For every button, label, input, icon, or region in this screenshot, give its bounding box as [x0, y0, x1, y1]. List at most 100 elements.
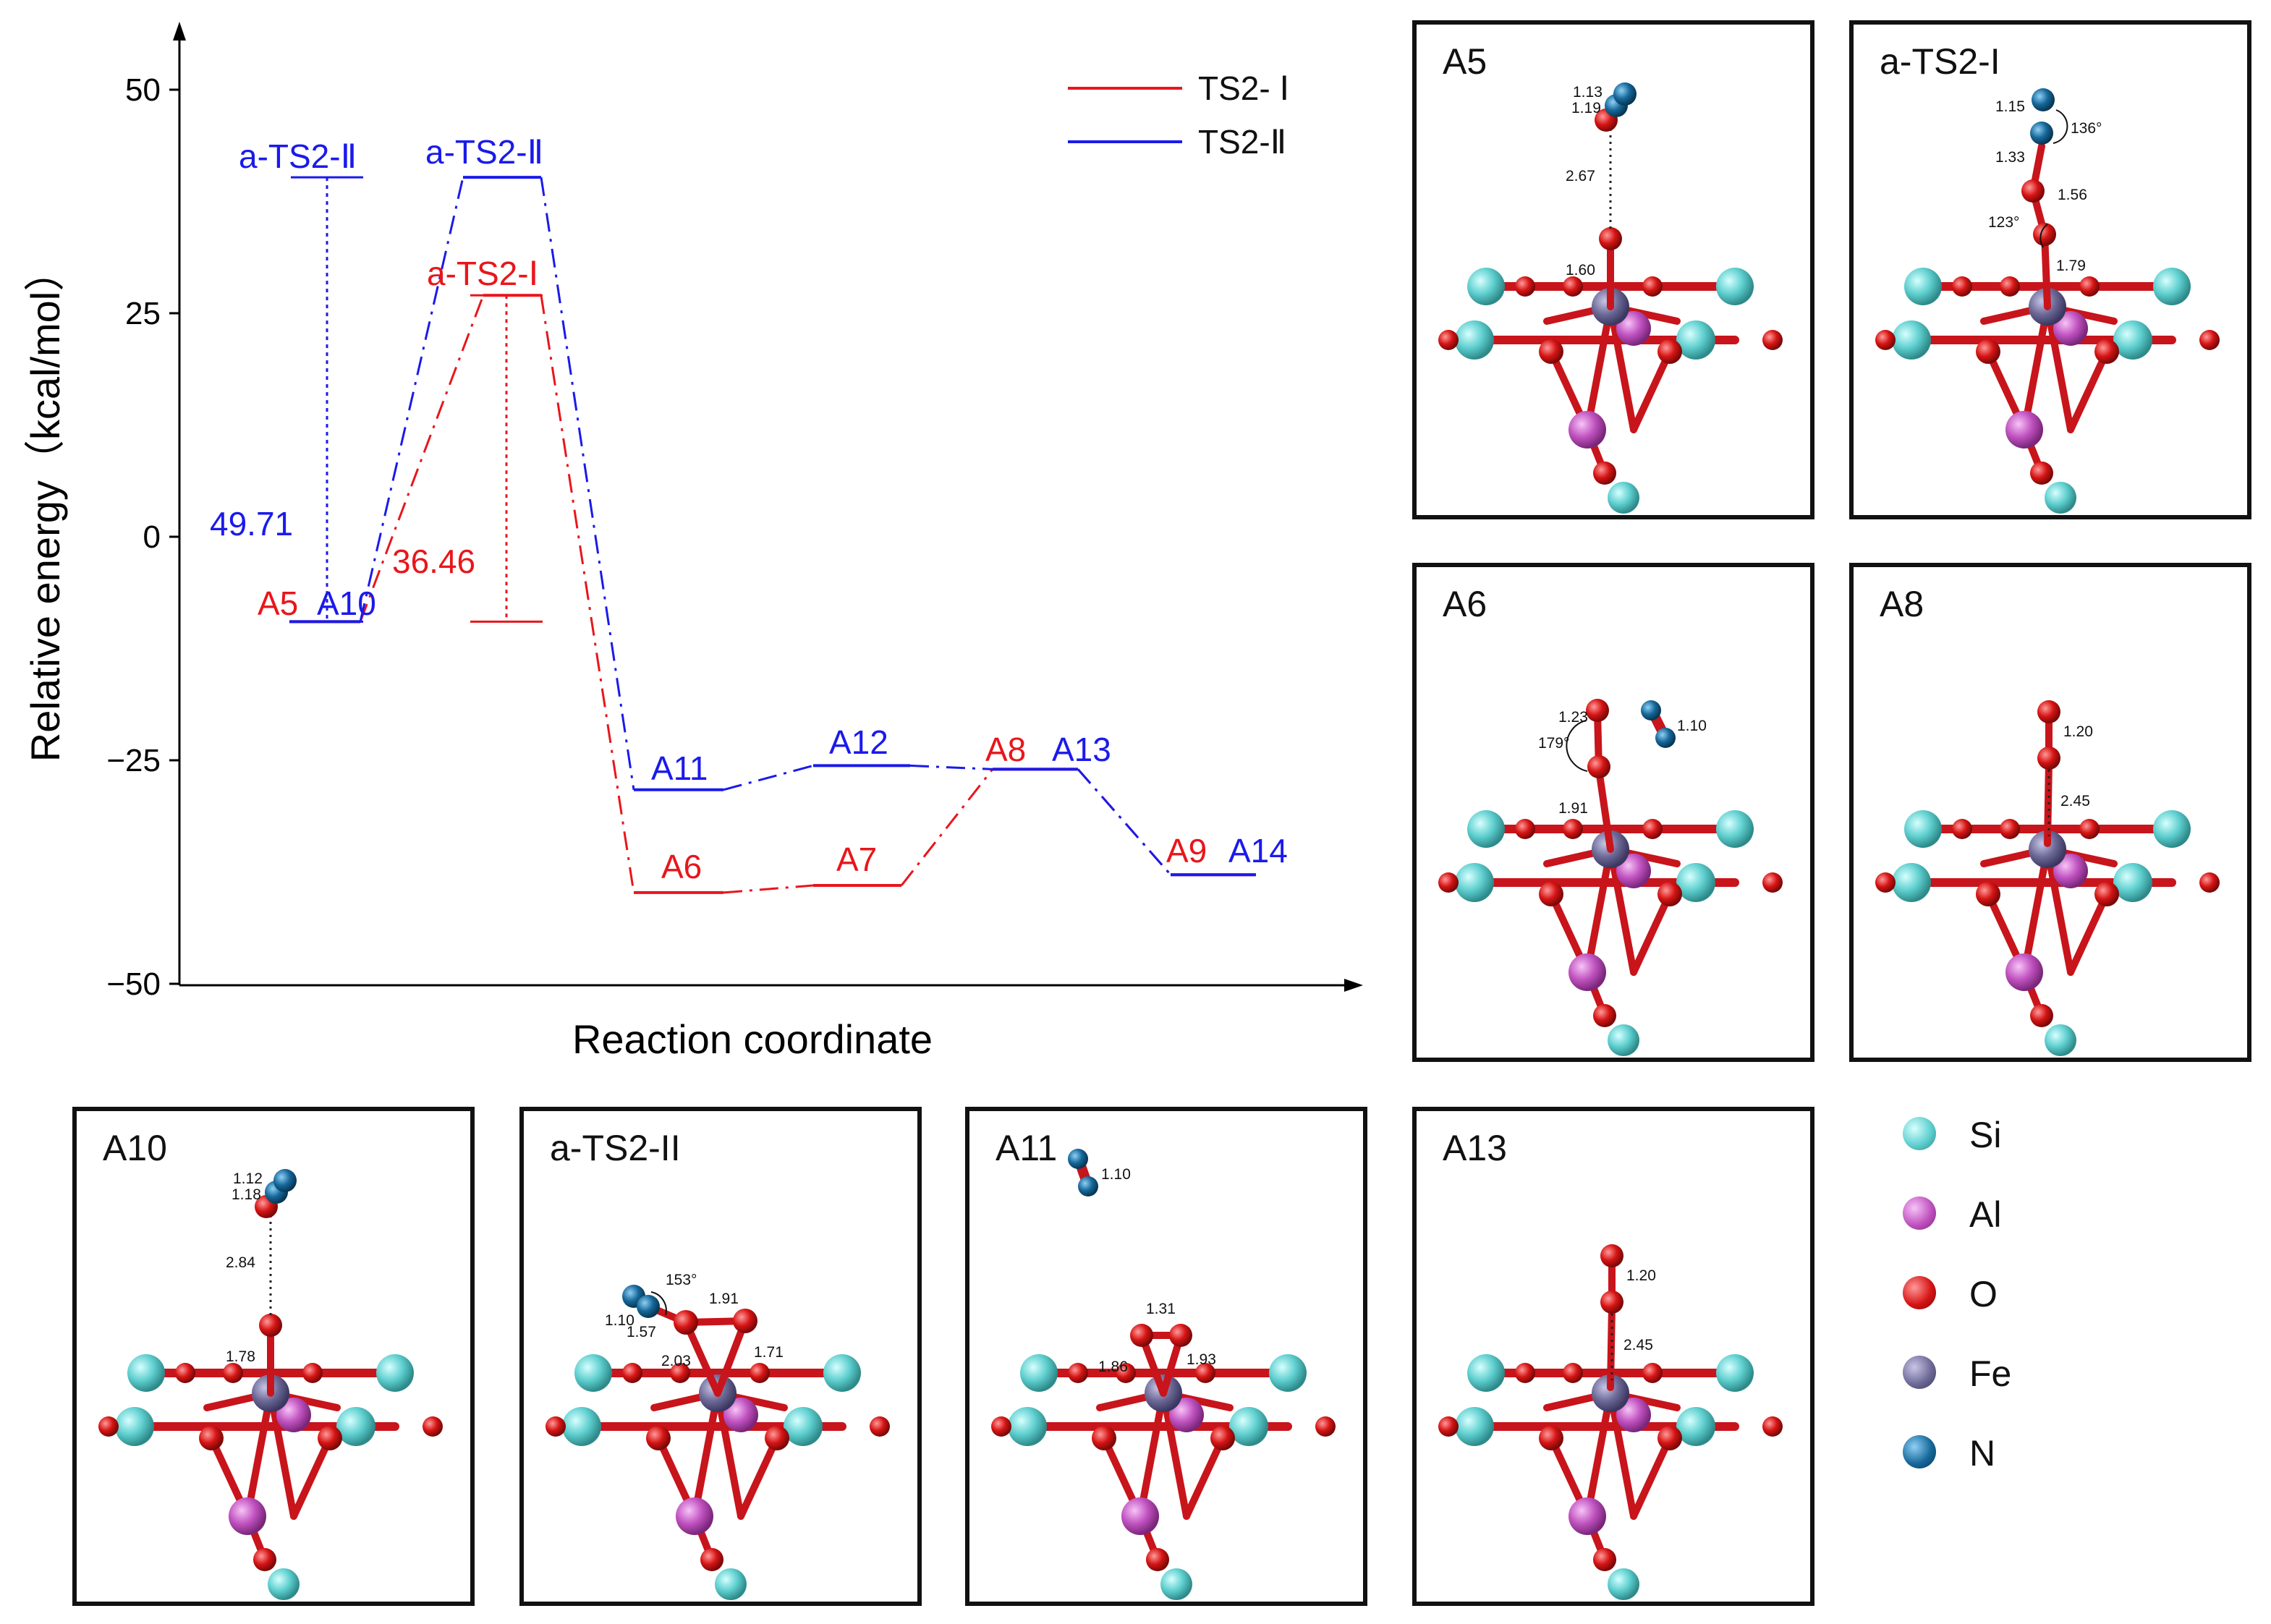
bond [737, 1434, 781, 1520]
atom-o [1195, 1363, 1215, 1383]
bond [1595, 766, 1614, 853]
atom-si [115, 1407, 154, 1446]
atom-si [2153, 268, 2191, 305]
distance-label: 1.18 [232, 1186, 261, 1203]
atom-n [1613, 82, 1637, 106]
atom-swatch-icon [1903, 1196, 1936, 1230]
atom-al [1569, 953, 1606, 991]
atom-o [2030, 1004, 2053, 1027]
atom-si [268, 1568, 300, 1600]
legend-item-al: Al [1888, 1194, 2178, 1244]
legend-label: TS2-Ⅱ [1198, 123, 1286, 161]
atom-o [1657, 339, 1682, 364]
atom-swatch-icon [1903, 1356, 1936, 1389]
atom-o [870, 1416, 890, 1437]
atom-o [1875, 872, 1896, 893]
atom-al [676, 1497, 713, 1535]
y-tick-label: 0 [143, 519, 161, 555]
atom-o [1952, 276, 1972, 297]
distance-label: 136° [2071, 120, 2102, 137]
bond [682, 1319, 721, 1397]
atom-si [336, 1407, 375, 1446]
atom-o [1092, 1426, 1116, 1450]
bond [244, 1390, 274, 1520]
atom-n [1655, 728, 1676, 748]
atom-si [1455, 1407, 1494, 1446]
atom-o [2030, 462, 2053, 485]
connector-line [1077, 768, 1172, 876]
atom-o [1438, 330, 1459, 350]
atom-si [1676, 320, 1715, 360]
point-label: a-TS2-Ⅰ [427, 255, 538, 292]
angle-arc [2039, 224, 2048, 248]
distance-label: 1.19 [1571, 100, 1601, 116]
legend-item-n: N [1888, 1432, 2178, 1483]
atom-o [700, 1548, 723, 1571]
atom-o [1438, 1416, 1459, 1437]
atom-o [750, 1363, 770, 1383]
atom-o [2037, 700, 2060, 723]
atom-al [2005, 953, 2043, 991]
x-axis-label: Reaction coordinate [572, 1016, 933, 1062]
bond [1630, 1434, 1673, 1520]
atom-o [1642, 276, 1663, 297]
atom-al [1616, 311, 1651, 346]
legend-label: Si [1969, 1115, 2002, 1155]
bond [2044, 846, 2074, 976]
point-label: A13 [1052, 731, 1111, 768]
distance-label: 1.79 [2056, 258, 2086, 274]
point-label: A10 [317, 584, 376, 622]
atom-si [1160, 1568, 1192, 1600]
atom-o [1130, 1324, 1153, 1347]
atom-n [637, 1295, 660, 1318]
atom-o [1515, 276, 1535, 297]
atom-al [1169, 1398, 1204, 1432]
distance-label: 2.03 [661, 1353, 691, 1369]
atom-n [2030, 122, 2053, 145]
atom-o [2000, 819, 2020, 839]
angle-arc [2053, 109, 2068, 144]
bond [290, 1434, 334, 1520]
atom-al [2053, 311, 2088, 346]
connector-line [723, 764, 814, 791]
panel-title: A8 [1880, 584, 1924, 624]
atom-o [670, 1363, 690, 1383]
atom-al [2053, 854, 2088, 888]
atom-n [2032, 88, 2055, 111]
atom-si [1608, 1568, 1639, 1600]
atom-si [127, 1354, 165, 1392]
atom-o [98, 1416, 119, 1437]
connector-line [909, 764, 993, 770]
distance-label: 1.56 [2058, 187, 2087, 203]
atom-o [1600, 1291, 1623, 1314]
atom-o [2094, 882, 2119, 906]
distance-label: 1.10 [1101, 1166, 1131, 1183]
atom-fe [2029, 830, 2066, 868]
angle-arc [650, 1291, 667, 1316]
point-label: A11 [651, 749, 708, 787]
legend-item-o: O [1888, 1273, 2178, 1324]
atom-o [1587, 755, 1610, 778]
atom-si [1892, 320, 1931, 360]
atom-al [723, 1398, 758, 1432]
atom-o [1657, 882, 1682, 906]
atom-o [674, 1310, 698, 1335]
atom-o [259, 1314, 282, 1337]
atom-si [376, 1354, 414, 1392]
atom-o [1210, 1426, 1235, 1450]
atom-si [1904, 810, 1942, 848]
atom-o [1599, 227, 1622, 250]
atom-si [1892, 863, 1931, 902]
atom-o [2094, 339, 2119, 364]
atom-o [2079, 276, 2100, 297]
atom-si [1455, 863, 1494, 902]
bond [1183, 1434, 1226, 1520]
atom-si [1608, 1024, 1639, 1056]
bond [267, 1390, 297, 1520]
bond [1584, 1390, 1614, 1520]
